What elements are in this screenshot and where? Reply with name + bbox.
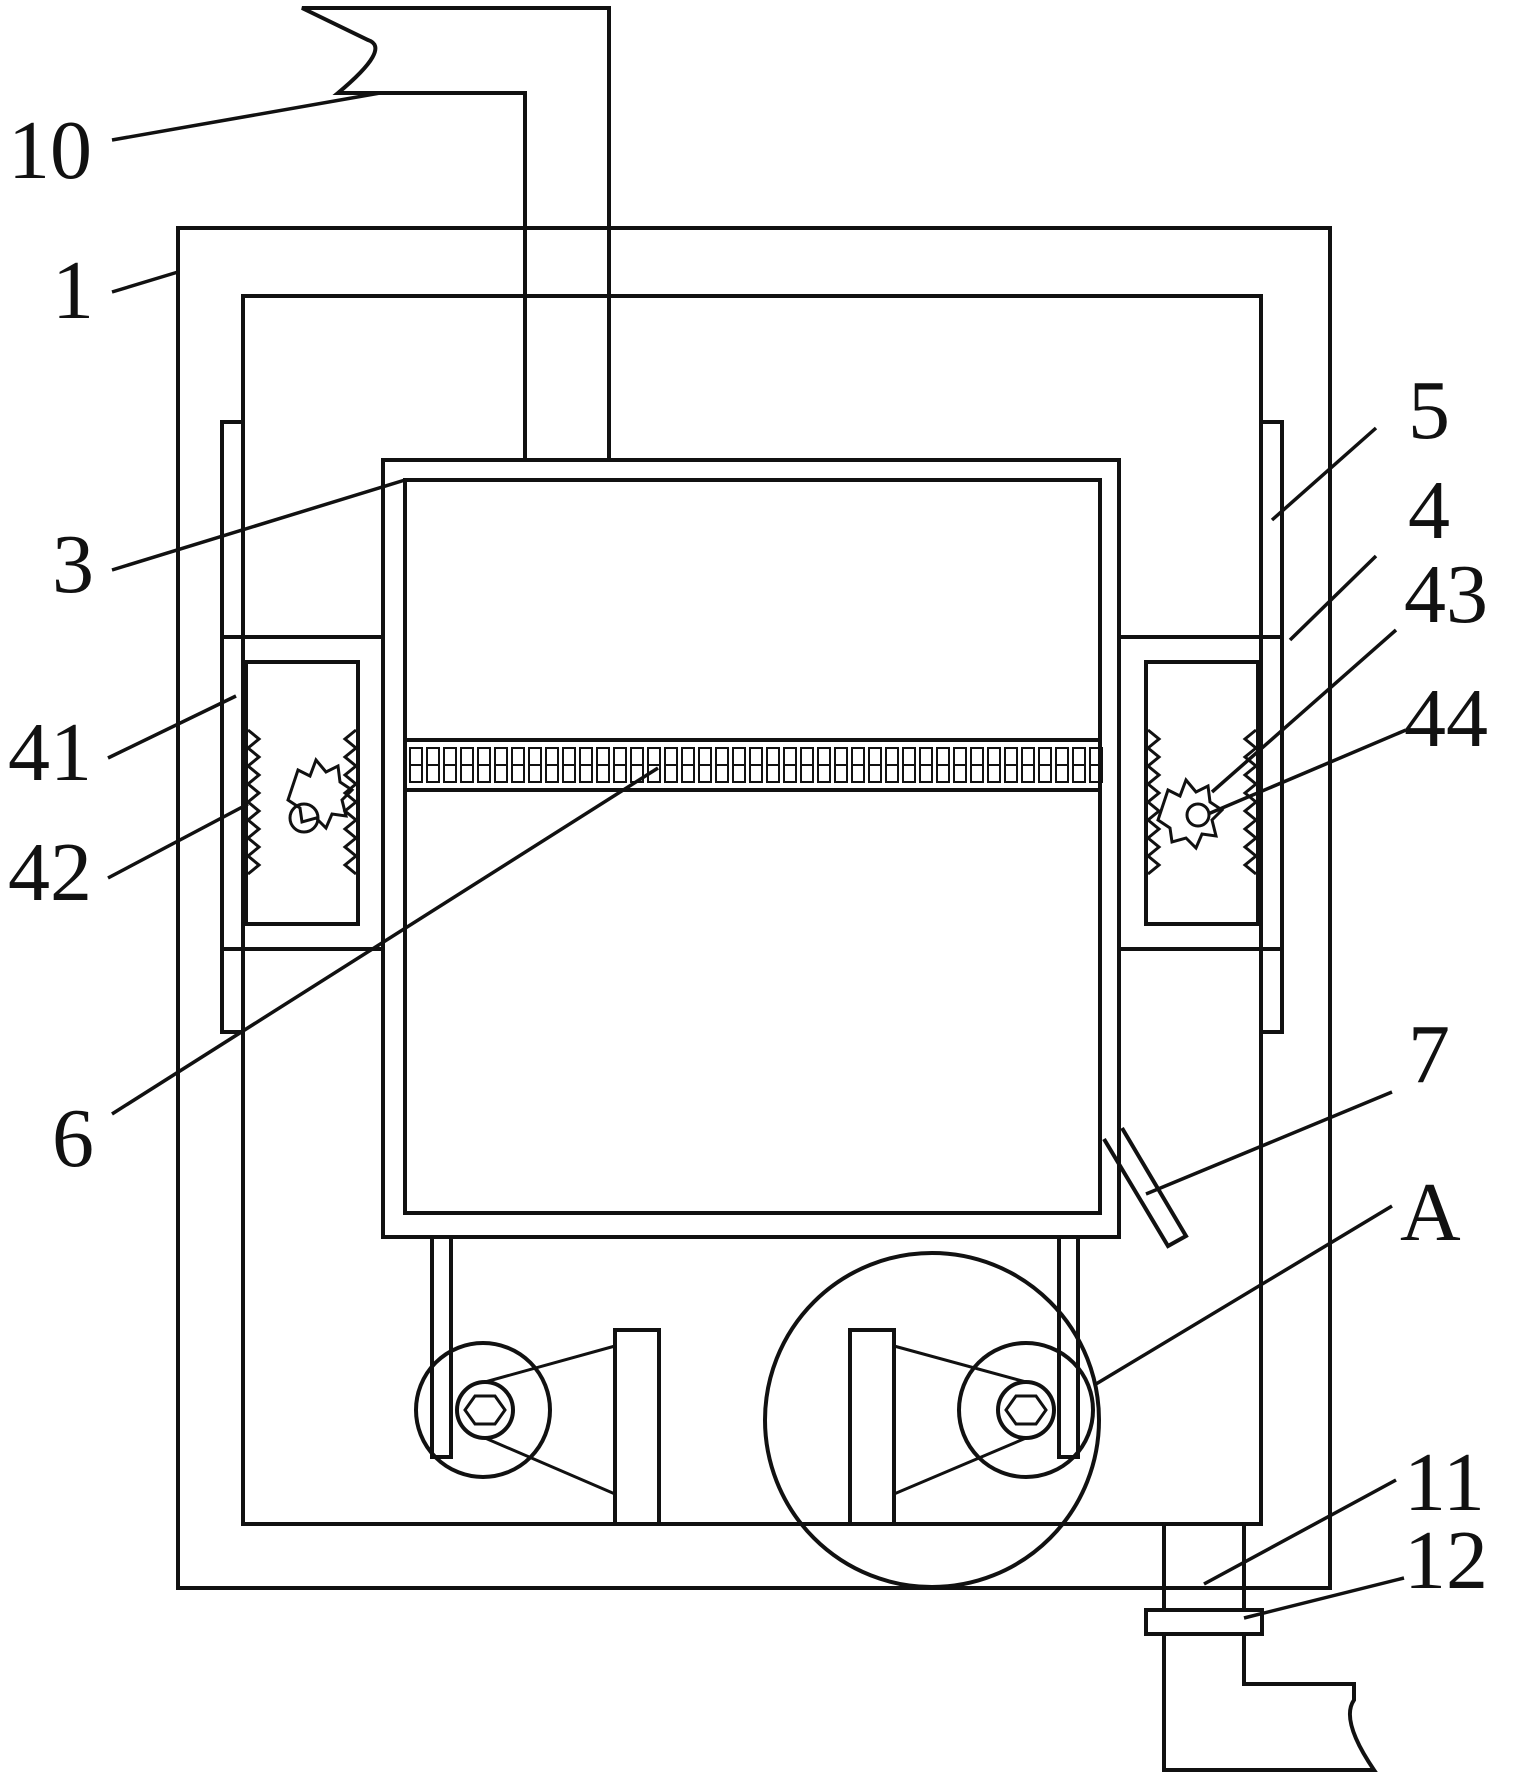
- right-vibration-mechanism: [848, 1328, 1095, 1526]
- part-labels: 10 1 5 3 4 43 41 44 42 6 7 A 11 12: [8, 104, 1488, 1607]
- label-5: 5: [1408, 364, 1450, 457]
- right-bracket: [1117, 635, 1284, 951]
- label-41: 41: [8, 706, 92, 799]
- label-1: 1: [52, 244, 94, 337]
- inlet-pipe: [301, 6, 611, 460]
- left-gear: [286, 757, 355, 834]
- filter-mesh-pattern: [409, 747, 1103, 783]
- leader-lines: [107, 91, 1407, 1620]
- outer-housing: [176, 226, 1332, 1590]
- filter-mesh: [403, 738, 1103, 792]
- discharge-spout: [1102, 1126, 1189, 1249]
- label-4: 4: [1408, 464, 1450, 557]
- label-6: 6: [52, 1092, 94, 1185]
- left-rack-teeth: [247, 728, 357, 876]
- label-12: 12: [1404, 1514, 1488, 1607]
- left-vibration-mechanism: [414, 1328, 661, 1526]
- label-A: A: [1400, 1166, 1461, 1259]
- left-bracket: [220, 635, 385, 951]
- label-10: 10: [8, 104, 92, 197]
- support-legs: [430, 1235, 1080, 1459]
- tank: [381, 458, 1121, 1239]
- right-rack-teeth: [1147, 728, 1257, 876]
- outlet-pipe: [1162, 1524, 1378, 1772]
- label-43: 43: [1404, 548, 1488, 641]
- label-44: 44: [1404, 672, 1488, 765]
- label-42: 42: [8, 826, 92, 919]
- detail-a-circle: [763, 1251, 1101, 1589]
- label-7: 7: [1408, 1008, 1450, 1101]
- outlet-valve: [1144, 1608, 1264, 1636]
- label-11: 11: [1404, 1436, 1485, 1529]
- label-3: 3: [52, 518, 94, 611]
